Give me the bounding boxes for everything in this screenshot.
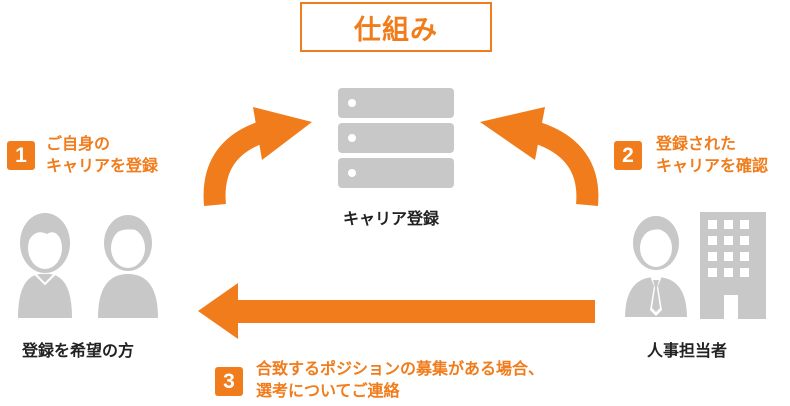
center-label: キャリア登録: [343, 209, 440, 228]
step-1-line-1: ご自身の: [46, 134, 111, 153]
step-3-badge: 3: [215, 367, 243, 396]
step-3-text: 合致するポジションの募集がある場合、 選考についてご連絡: [256, 358, 544, 402]
businessman-icon: [622, 216, 690, 319]
step-1-line-2: キャリアを登録: [46, 156, 159, 175]
step-1-badge: 1: [7, 141, 35, 170]
server-icon: [338, 88, 454, 188]
step-2-badge: 2: [614, 141, 642, 170]
step-2-line-1: 登録された: [656, 134, 737, 153]
step-1-text: ご自身の キャリアを登録: [46, 133, 158, 177]
office-building-icon: [700, 212, 766, 319]
right-party-label: 人事担当者: [647, 341, 728, 360]
curved-arrow-right: [480, 107, 599, 206]
step-2-line-2: キャリアを確認: [656, 156, 769, 175]
female-user-icon: [18, 213, 72, 318]
step-3-line-1: 合致するポジションの募集がある場合、: [256, 359, 545, 378]
diagram-title: 仕組み: [300, 2, 492, 52]
curved-arrow-left: [203, 107, 312, 206]
male-user-icon: [98, 215, 158, 318]
contact-arrow: [198, 283, 595, 339]
step-2-text: 登録された キャリアを確認: [656, 133, 768, 177]
left-party-label: 登録を希望の方: [22, 341, 135, 360]
step-3-line-2: 選考についてご連絡: [256, 381, 400, 400]
